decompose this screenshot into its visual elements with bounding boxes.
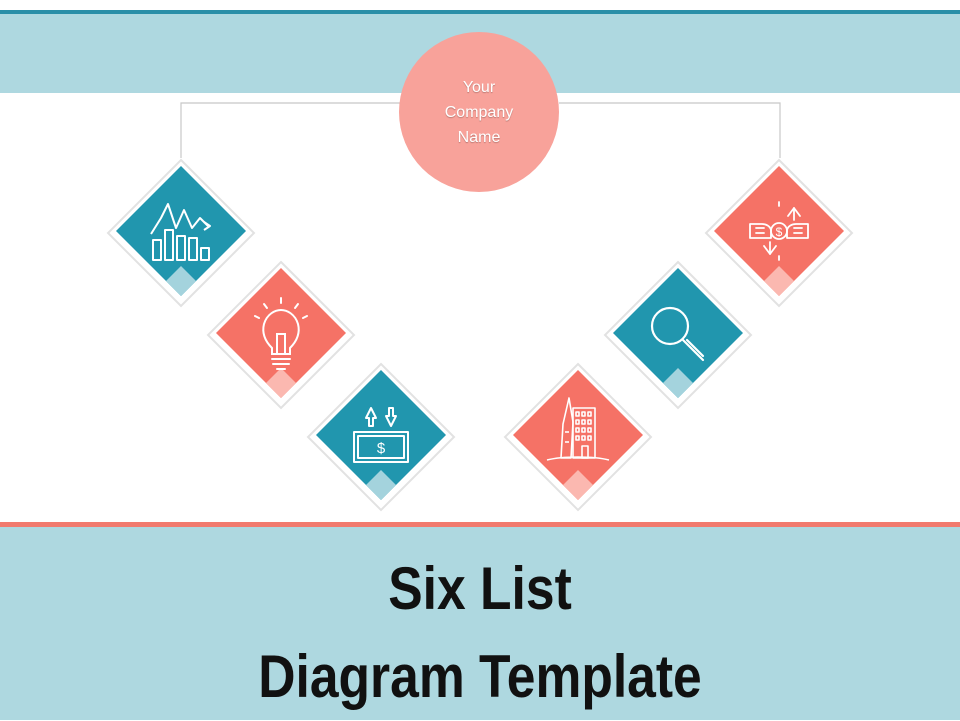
tile-diamond [513, 370, 643, 500]
page-title-line2: Diagram Template [258, 643, 702, 710]
tile-diamond [116, 166, 246, 296]
company-name-circle: Your Company Name [399, 32, 559, 192]
bar-chart-trend-icon [150, 203, 211, 261]
tile-diamond [613, 268, 743, 398]
company-name-line1: Your [462, 78, 496, 96]
page-title-line1: Six List [388, 555, 572, 622]
diagram-item-3: $ [306, 362, 456, 512]
diagram-item-5 [603, 260, 753, 410]
company-name-text: Your Company Name [424, 75, 534, 150]
lightbulb-icon [254, 297, 308, 370]
money-exchange-hands-icon: $ [749, 201, 809, 261]
page-title: Six List Diagram Template [67, 545, 893, 721]
diagram-item-4 [503, 362, 653, 512]
company-name-line2: Company [444, 103, 514, 121]
bottom-stripe [0, 522, 960, 527]
tile-notch [663, 368, 693, 398]
diagram-item-6: $ [704, 158, 854, 308]
money-transfer-icon: $ [353, 407, 409, 463]
svg-text:$: $ [377, 440, 386, 457]
magnifier-icon [650, 306, 705, 362]
diagram-item-1 [106, 158, 256, 308]
diagram-item-2 [206, 260, 356, 410]
tile-notch [764, 266, 794, 296]
tile-notch [166, 266, 196, 296]
buildings-icon [546, 397, 610, 461]
tile-notch [563, 470, 593, 500]
bottom-band [0, 527, 960, 720]
top-stripe [0, 10, 960, 14]
tile-notch [366, 470, 396, 500]
svg-text:$: $ [776, 225, 783, 239]
tile-diamond [714, 166, 844, 296]
tile-notch [266, 368, 296, 398]
company-name-line3: Name [457, 128, 501, 146]
